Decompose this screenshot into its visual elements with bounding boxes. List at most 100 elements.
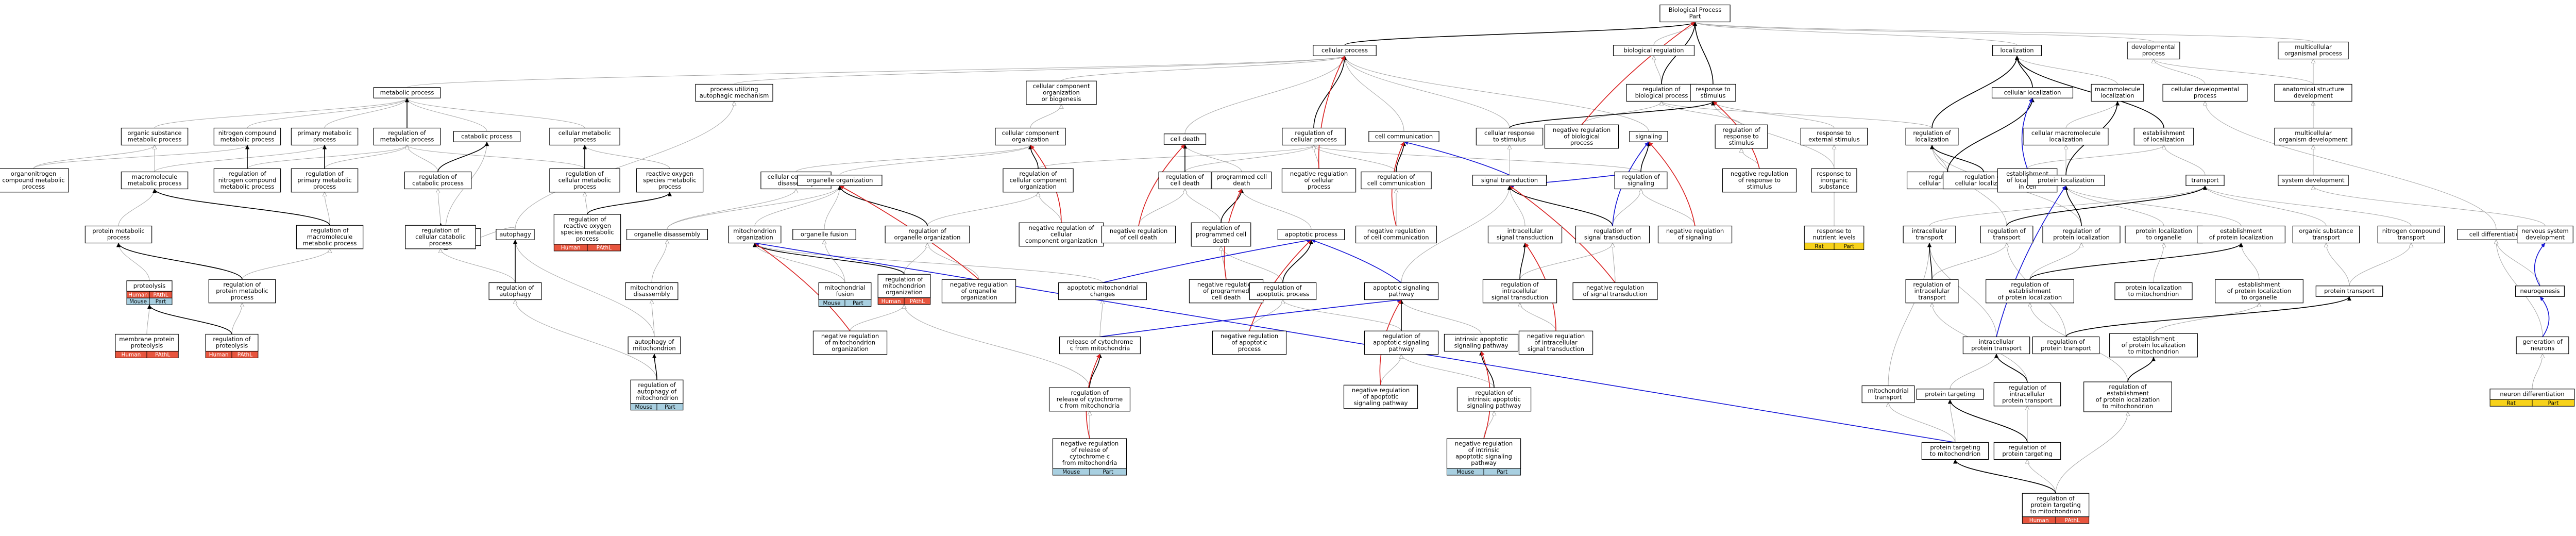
node-label: cell differentiation <box>2469 230 2523 238</box>
edge-grey <box>1520 303 1556 331</box>
edge-grey <box>667 189 796 229</box>
edge-grey <box>407 98 487 131</box>
node-box <box>373 127 441 146</box>
badge-label: Human <box>882 298 901 305</box>
node-label: metabolic process <box>380 89 434 96</box>
node-label: transport <box>1874 394 1902 401</box>
node-label: intracellular <box>1979 338 2014 345</box>
badge-cell <box>2532 399 2575 407</box>
node-label: transport <box>1993 234 2021 241</box>
node-box <box>496 229 535 240</box>
node-label: negative regulation <box>1527 332 1585 340</box>
node-box <box>1861 385 1915 404</box>
node-label: transport <box>1916 234 1943 241</box>
node-label: negative regulation <box>1455 440 1513 447</box>
node-label: substance <box>1819 183 1850 190</box>
node-label: protein metabolic <box>92 227 144 234</box>
edge-grey <box>1184 56 1345 134</box>
node-label: protein localization <box>2038 176 2094 183</box>
node-label: cellular component <box>1010 176 1067 183</box>
node-label: process <box>1308 183 1330 190</box>
node-label: protein transport <box>2324 287 2375 294</box>
node-label: establishment <box>2143 129 2185 137</box>
node-label: primary metabolic <box>297 129 352 137</box>
node-label: organonitrogen <box>11 170 56 177</box>
edge-grey <box>2029 243 2081 280</box>
node-box <box>2278 41 2349 60</box>
node-label: negative regulation <box>1731 170 1788 177</box>
node-box <box>728 225 782 244</box>
node-box <box>2127 41 2180 60</box>
node-label: development <box>2294 92 2333 99</box>
node-label: intracellular <box>1502 287 1538 294</box>
node-label: neurons <box>2531 345 2554 352</box>
node-label: negative regulation of <box>1028 224 1094 231</box>
node-label: autophagy of <box>635 338 674 345</box>
edge-grey <box>1695 22 2314 42</box>
node-box <box>291 168 359 193</box>
node-box <box>1986 279 2074 304</box>
badge-label: Part <box>853 300 863 307</box>
node-box <box>0 168 69 193</box>
node-box <box>2032 336 2100 355</box>
node-label: anatomical structure <box>2282 86 2344 93</box>
node-label: process <box>1570 139 1593 146</box>
edge-grey <box>1662 102 1933 128</box>
node-label: organic substance <box>2299 227 2353 234</box>
node-label: signaling pathway <box>1467 402 1521 409</box>
edge-grey <box>1099 300 1103 337</box>
badge-cell <box>231 351 259 358</box>
node-cellloc: cellular localization <box>1991 87 2074 98</box>
node-label: regulation of <box>228 170 266 177</box>
node-label: regulation of <box>306 170 344 177</box>
node-label: to mitochondrion <box>2103 403 2154 410</box>
node-label: process <box>313 136 336 143</box>
node-label: regulation of <box>2037 495 2075 502</box>
node-box <box>1572 282 1658 300</box>
edge-grey <box>904 305 1090 388</box>
node-box <box>1282 127 1346 146</box>
node-label: macromolecule <box>307 233 352 240</box>
edge-grey <box>324 145 407 169</box>
node-label: regulation of <box>421 227 460 234</box>
edge-black <box>1931 56 2019 128</box>
edge-grey <box>1283 300 1402 331</box>
node-label: process <box>573 136 596 143</box>
node-label: Biological Process <box>1669 6 1722 13</box>
node-label: regulation of <box>1382 332 1420 340</box>
node-prottarget: protein targeting <box>1916 389 1984 400</box>
edge-black <box>1028 145 1039 169</box>
node-label: organization <box>736 234 773 241</box>
node-label: negative regulation <box>1061 440 1118 447</box>
node-label: localization <box>2000 46 2033 54</box>
node-box <box>1804 225 1865 244</box>
node-label: pathway <box>1471 459 1497 466</box>
edge-grey <box>1038 145 1314 169</box>
node-label: apoptotic signaling <box>1373 284 1430 291</box>
edge-grey <box>1612 189 1641 226</box>
node-label: process utilizing <box>710 86 758 93</box>
